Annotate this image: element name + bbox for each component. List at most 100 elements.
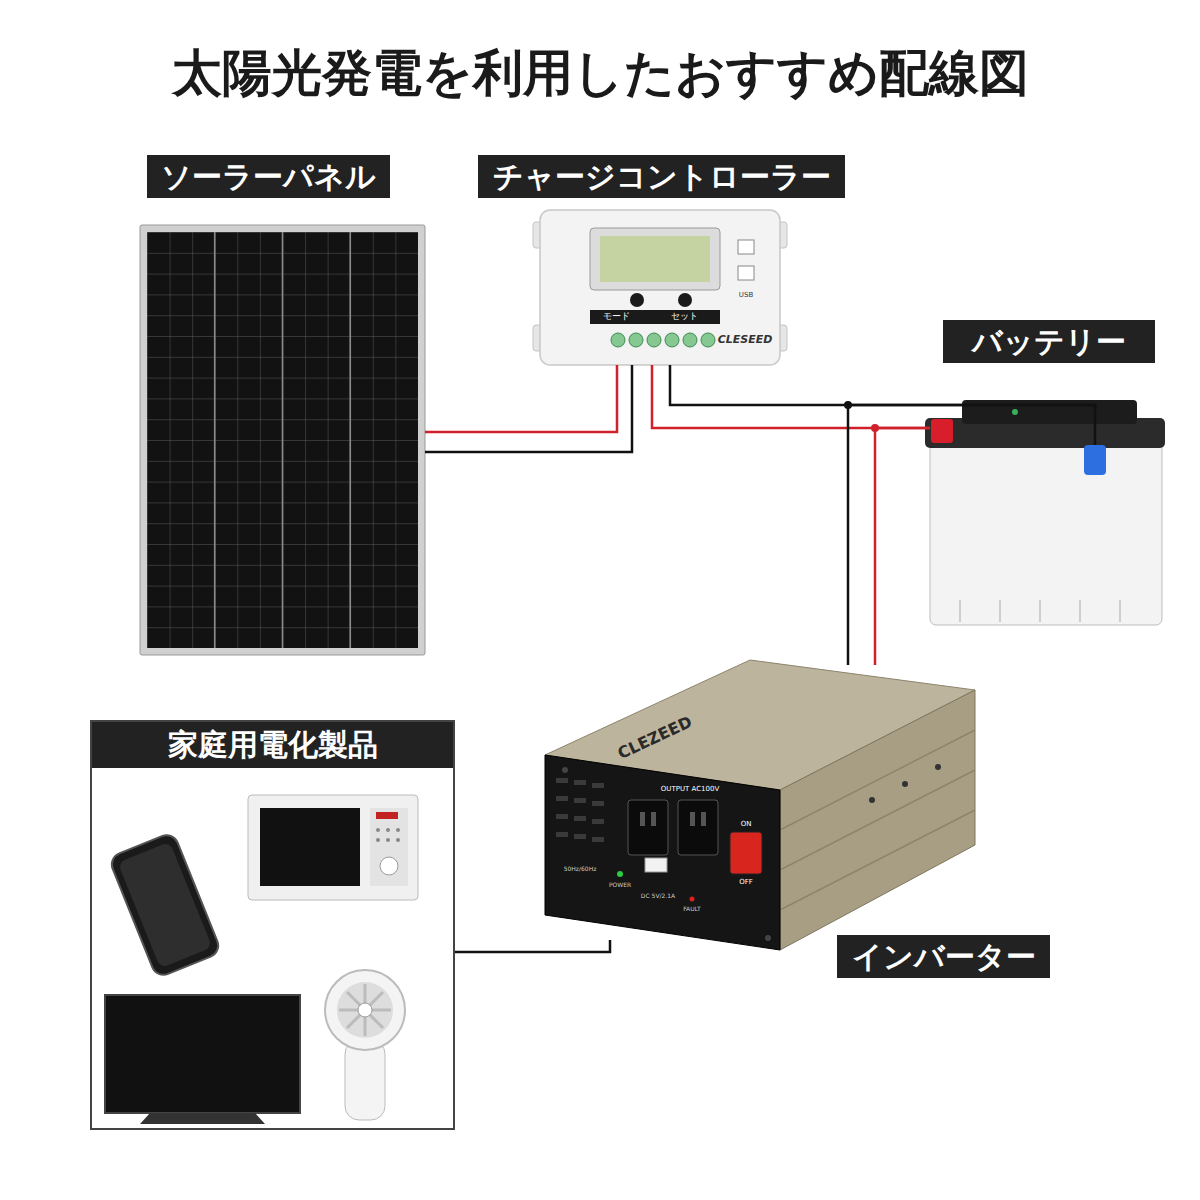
- solar-panel: [140, 225, 425, 655]
- home-appliances-part: [376, 812, 398, 819]
- device-marking: 50Hz/60Hz: [564, 866, 597, 872]
- inverter-part: [574, 798, 586, 803]
- home-appliances-part: [376, 838, 380, 842]
- charge-controller-part: [738, 240, 754, 254]
- charge-controller-part: [611, 333, 625, 347]
- charge-controller-part: [540, 210, 780, 365]
- home-appliances-part: [396, 838, 400, 842]
- solar-panel-part: [147, 232, 418, 648]
- charge-controller-part: [701, 333, 715, 347]
- inverter-part: [574, 816, 586, 821]
- wire-connector: [455, 940, 610, 952]
- inverter-part: [640, 812, 645, 826]
- battery-part: [1079, 600, 1081, 622]
- label-band: バッテリー: [943, 320, 1155, 363]
- charge-controller-part: [647, 333, 661, 347]
- home-appliances-part-part: [118, 842, 213, 969]
- charge-controller: [533, 210, 787, 365]
- inverter-part: [780, 690, 975, 950]
- home-appliances: [105, 795, 418, 1124]
- home-appliances-part: [396, 828, 400, 832]
- charge-controller-part: [665, 333, 679, 347]
- junction-dot: [844, 401, 852, 409]
- home-appliances-part: [105, 995, 300, 1113]
- home-appliances-part: [260, 808, 360, 886]
- wire: [652, 365, 930, 428]
- wire-connector: [652, 365, 1095, 428]
- battery-part: [1084, 445, 1106, 475]
- home-appliances-part-part: [108, 832, 222, 979]
- home-appliances-part: [376, 828, 380, 832]
- solar-panel-part: [282, 232, 284, 648]
- home-appliances-part: [347, 992, 383, 1028]
- home-appliances-part: [358, 1003, 372, 1017]
- device-area: ソーラーパネル: [140, 225, 425, 655]
- inverter-part: [628, 800, 668, 855]
- home-appliances-part: [325, 970, 405, 1050]
- device-area: バッテリー: [930, 412, 1170, 625]
- device-marking: USB: [739, 292, 753, 299]
- solar-panel-part: [214, 232, 216, 648]
- inverter-part: [556, 832, 568, 837]
- junction-dot: [871, 424, 879, 432]
- inverter-part: [869, 797, 875, 803]
- inverter-part: [562, 767, 568, 773]
- home-appliances-part: [337, 982, 393, 1038]
- inverter-part: [574, 780, 586, 785]
- battery-part: [931, 419, 953, 443]
- device-marking: モード: [603, 312, 630, 321]
- charge-controller-part: [590, 228, 720, 290]
- inverter-part: [780, 730, 975, 830]
- charge-controller-part: [683, 333, 697, 347]
- device-marking: CLESEED: [718, 334, 773, 345]
- home-appliances-part: [108, 832, 222, 979]
- inverter-part: [701, 812, 706, 826]
- inverter-part: [556, 814, 568, 819]
- appliance-frame: 家庭用電化製品: [90, 720, 455, 1130]
- diagram-title: 太陽光発電を利用したおすすめ配線図: [0, 40, 1200, 107]
- inverter: [545, 660, 975, 950]
- label-band: インバーター: [837, 935, 1050, 978]
- wire: [848, 405, 1095, 665]
- brand-logo: CLEZEED: [616, 714, 695, 762]
- inverter-part: [902, 781, 908, 787]
- solar-panel-part: [140, 225, 425, 655]
- charge-controller-part: [590, 310, 720, 324]
- inverter-part: [592, 783, 604, 788]
- label-band: 家庭用電化製品: [92, 722, 453, 768]
- inverter-part: [556, 796, 568, 801]
- inverter-part: [690, 812, 695, 826]
- inverter-part: [678, 800, 718, 855]
- inverter-part: [574, 834, 586, 839]
- inverter-part: [645, 858, 667, 872]
- battery-part: [962, 400, 1137, 424]
- charge-controller-part: [630, 293, 644, 307]
- inverter-part: [690, 897, 695, 902]
- home-appliances-part: [140, 1113, 265, 1124]
- battery-part: [959, 600, 961, 622]
- wire: [425, 365, 632, 452]
- device-marking: ON: [741, 821, 752, 828]
- home-appliances-part: [347, 992, 383, 1028]
- wire: [425, 365, 617, 432]
- home-appliances-part: [370, 808, 408, 886]
- home-appliances-part: [386, 838, 390, 842]
- inverter-part: [780, 810, 975, 910]
- battery-part: [1012, 409, 1018, 415]
- battery-part: [999, 600, 1001, 622]
- inverter-part: [556, 778, 568, 783]
- wire-group: [425, 365, 1095, 952]
- label-band: チャージコントローラー: [478, 155, 845, 198]
- inverter-part: [935, 764, 941, 770]
- inverter-part: [730, 832, 762, 874]
- battery-part: [930, 430, 1162, 625]
- device-marking: DC 5V/2.1A: [641, 893, 675, 899]
- inverter-part: [651, 812, 656, 826]
- battery-part: [1039, 600, 1041, 622]
- label-band: ソーラーパネル: [147, 155, 390, 198]
- home-appliances-part: [248, 795, 418, 900]
- battery: [925, 400, 1165, 625]
- home-appliances-part: [345, 1040, 385, 1120]
